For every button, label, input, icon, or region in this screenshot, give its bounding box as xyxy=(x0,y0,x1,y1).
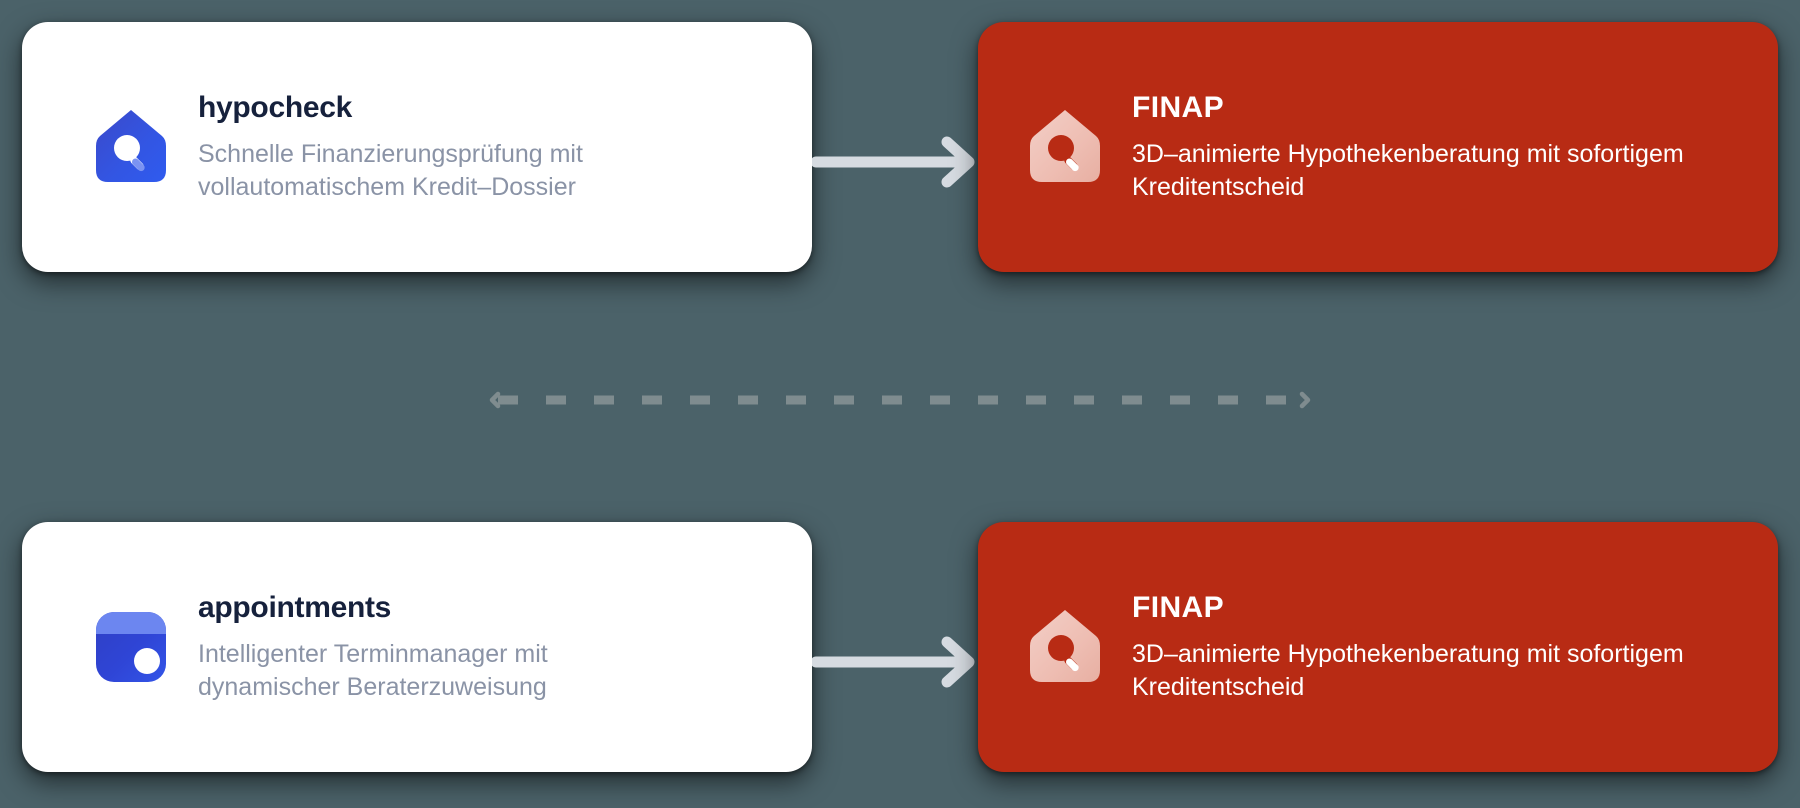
arrow-right-icon xyxy=(812,136,975,188)
card-hypocheck[interactable]: hypocheck Schnelle Finanzierungsprüfung … xyxy=(22,22,812,272)
card-title: hypocheck xyxy=(198,90,353,124)
house-magnifier-icon xyxy=(92,108,170,186)
card-finap-row-2-content: FINAP 3D–animierte Hypothekenberatung mi… xyxy=(978,591,1778,704)
house-magnifier-icon xyxy=(1026,608,1104,686)
connector-arrow-row-2 xyxy=(812,632,982,692)
card-finap-row-1-content: FINAP 3D–animierte Hypothekenberatung mi… xyxy=(978,91,1778,204)
card-finap-row-1-text: FINAP 3D–animierte Hypothekenberatung mi… xyxy=(1132,91,1692,204)
arrow-right-icon xyxy=(812,636,975,688)
card-title: appointments xyxy=(198,590,392,624)
card-title: FINAP xyxy=(1132,90,1224,124)
connector-arrow-row-1 xyxy=(812,132,982,192)
arrow-right-small-icon xyxy=(1299,391,1311,409)
card-description: 3D–animierte Hypothekenberatung mit sofo… xyxy=(1132,639,1684,701)
card-description: Schnelle Finanzierungsprüfung mit vollau… xyxy=(198,139,583,201)
arrow-left-small-icon xyxy=(489,391,501,409)
card-finap-row-2[interactable]: FINAP 3D–animierte Hypothekenberatung mi… xyxy=(978,522,1778,772)
card-hypocheck-content: hypocheck Schnelle Finanzierungsprüfung … xyxy=(22,91,812,204)
card-description: Intelligenter Terminmanager mit dynamisc… xyxy=(198,639,548,701)
card-title: FINAP xyxy=(1132,590,1224,624)
card-appointments-content: appointments Intelligenter Terminmanager… xyxy=(22,591,812,704)
card-finap-row-2-text: FINAP 3D–animierte Hypothekenberatung mi… xyxy=(1132,591,1692,704)
calendar-dot-icon xyxy=(92,608,170,686)
card-appointments-text: appointments Intelligenter Terminmanager… xyxy=(198,591,668,704)
card-hypocheck-text: hypocheck Schnelle Finanzierungsprüfung … xyxy=(198,91,668,204)
house-magnifier-icon xyxy=(1026,108,1104,186)
dashed-divider xyxy=(488,385,1312,415)
card-appointments[interactable]: appointments Intelligenter Terminmanager… xyxy=(22,522,812,772)
card-finap-row-1[interactable]: FINAP 3D–animierte Hypothekenberatung mi… xyxy=(978,22,1778,272)
card-description: 3D–animierte Hypothekenberatung mit sofo… xyxy=(1132,139,1684,201)
